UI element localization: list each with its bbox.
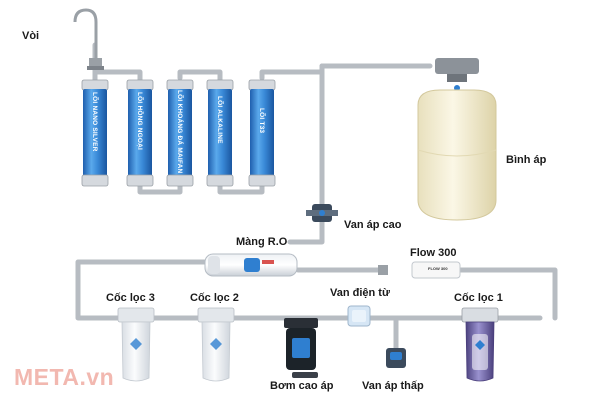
high-pressure-valve-label: Van áp cao: [344, 219, 402, 231]
low-pressure-valve: [386, 348, 406, 368]
booster-pump: [284, 318, 318, 378]
pipe-f3-f4: [177, 69, 223, 83]
filter-cups: [117, 307, 499, 382]
flow-restrictor: [378, 261, 461, 279]
faucet-label: Vòi: [22, 30, 40, 42]
pipe-flow-right: [457, 267, 558, 321]
filter-label-5: LÕI T33: [258, 108, 265, 134]
filter-1: [81, 79, 109, 187]
cup-1: [461, 307, 499, 382]
pressure-tank: [417, 58, 497, 221]
ro-membrane-label: Màng R.O: [236, 236, 288, 248]
cup-3: [117, 307, 155, 382]
cup-3-label: Cốc lọc 3: [106, 292, 155, 304]
cup-2-label: Cốc lọc 2: [190, 292, 239, 304]
watermark-logo: META.vn: [14, 364, 115, 390]
tank-label: Bình áp: [506, 154, 547, 166]
pipe-valve-membrane: [287, 219, 325, 245]
filter-3: [166, 79, 194, 187]
filter-4: [206, 79, 234, 187]
solenoid-valve-label: Van điện từ: [330, 287, 390, 299]
filter-cartridges: [81, 79, 276, 187]
solenoid-valve: [347, 305, 371, 327]
cup-2: [197, 307, 235, 382]
pipe-f5-tank: [259, 63, 433, 81]
pipe-f2-f3: [137, 183, 183, 195]
filter-label-4: LÕI ALKALINE: [216, 96, 223, 144]
low-pressure-valve-label: Van áp thấp: [362, 380, 424, 392]
pipe-membrane-left: [75, 259, 213, 321]
flow-tag-text: FLOW 300: [428, 266, 448, 271]
cup-1-label: Cốc lọc 1: [454, 292, 503, 304]
filter-2: [126, 79, 154, 187]
pipe-f1-f2: [92, 69, 143, 83]
high-pressure-valve: [306, 204, 338, 222]
filter-5: [248, 79, 276, 187]
faucet: [73, 8, 104, 70]
pump-label: Bơm cao áp: [270, 380, 334, 392]
ro-membrane: [204, 253, 298, 277]
flow-label: Flow 300: [410, 247, 457, 259]
filter-label-1: LÕI NANO SILVER: [91, 92, 98, 152]
filter-label-2: LÕI HỒNG NGOẠI: [136, 92, 143, 151]
pipe-f4-f5: [217, 183, 265, 195]
filter-label-3: LÕI KHOÁNG ĐÁ MAIFAN: [176, 90, 183, 174]
